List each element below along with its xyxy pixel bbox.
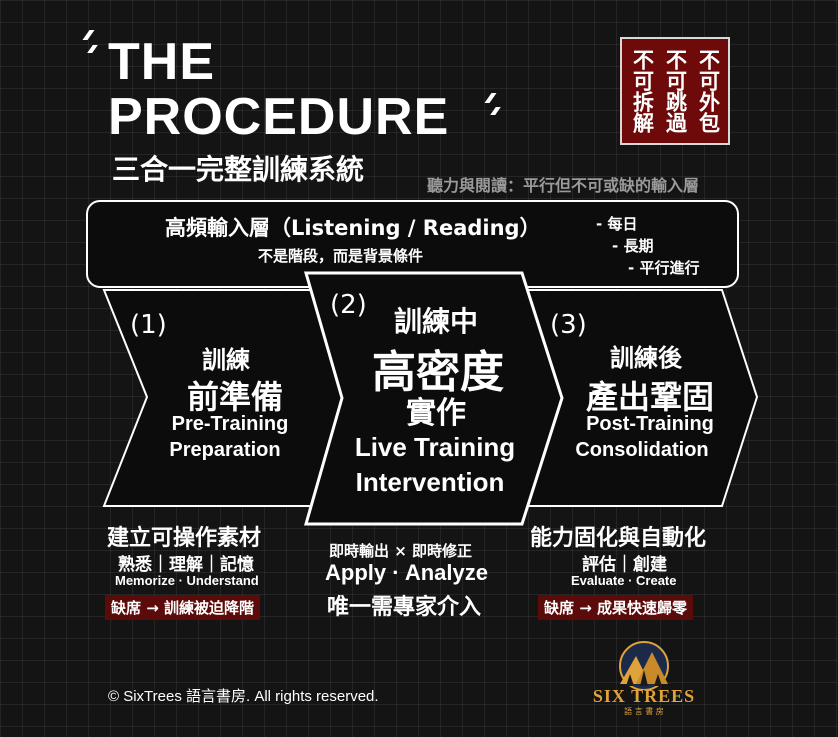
stage-3-label-small: 訓練後: [610, 344, 682, 372]
stage-1-warning-badge: 缺席 → 訓練被迫降階: [105, 595, 261, 620]
logo-text: SIX TREES: [592, 686, 696, 706]
stage-2-label-extra: 實作: [406, 396, 466, 431]
page-subtitle: 三合一完整訓練系統: [112, 153, 365, 186]
stage-1-number: (1): [130, 310, 167, 340]
stage-1-en-line-1: Pre-Training: [171, 413, 289, 435]
stage-3-en-line-2: Consolidation: [575, 439, 709, 461]
stage-2-detail-title: 即時輸出 × 即時修正: [329, 542, 473, 560]
stage-2-number: (2): [330, 290, 367, 320]
stage-3-detail-en: Evaluate · Create: [571, 573, 677, 588]
stage-1-detail-title: 建立可操作素材: [107, 526, 262, 551]
principle-stamp: 不可拆解 不可跳過 不可外包: [620, 37, 730, 145]
stage-1-label-main: 前準備: [186, 378, 283, 416]
page-title-line-2: PROCEDURE: [108, 88, 450, 146]
page-title-line-1: THE: [108, 33, 215, 91]
stage-3-number: (3): [550, 310, 587, 340]
mountain-trees-icon: [619, 641, 669, 690]
stage-2-en-line-1: Live Training: [354, 432, 516, 462]
stage-2-chevron: [304, 271, 564, 526]
stage-3-detail-zh: 評估｜創建: [582, 555, 667, 575]
stage-3-detail-title: 能力固化與自動化: [530, 526, 707, 551]
stage-2-label-small: 訓練中: [393, 305, 478, 338]
stage-2-detail-zh: 唯一需專家介入: [327, 595, 482, 620]
stamp-column: 不可拆解: [630, 49, 655, 133]
stage-3-en-line-1: Post-Training: [586, 413, 714, 435]
stage-2-label-main: 高密度: [372, 347, 504, 398]
stage-2-en-line-2: Intervention: [355, 467, 505, 497]
input-layer-item: - 平行進行: [628, 259, 700, 277]
logo-subtext: 語 言 書 房: [624, 707, 664, 716]
input-layer-item: - 長期: [612, 237, 654, 255]
stage-1-detail-zh: 熟悉｜理解｜記憶: [118, 555, 254, 575]
stage-3-label-main: 產出鞏固: [585, 378, 714, 416]
sixtrees-logo: SIX TREES 語 言 書 房: [593, 640, 694, 716]
stage-1-detail-en: Memorize · Understand: [115, 573, 259, 588]
stamp-column: 不可外包: [696, 49, 721, 133]
input-layer-title: 高頻輸入層（Listening / Reading）: [165, 216, 541, 240]
stage-1-en-line-2: Preparation: [169, 439, 281, 461]
input-layer-item: - 每日: [596, 215, 638, 233]
stage-1-label-small: 訓練: [202, 346, 250, 374]
input-layer-note: 聽力與閱讀：平行但不可或缺的輸入層: [427, 176, 700, 195]
stage-3-warning-badge: 缺席 → 成果快速歸零: [538, 595, 694, 620]
input-layer-subtitle: 不是階段，而是背景條件: [258, 247, 424, 265]
stamp-column: 不可跳過: [663, 49, 688, 133]
stage-2-detail-en: Apply · Analyze: [325, 560, 488, 585]
copyright-notice: © SixTrees 語言書房. All rights reserved.: [108, 688, 379, 705]
